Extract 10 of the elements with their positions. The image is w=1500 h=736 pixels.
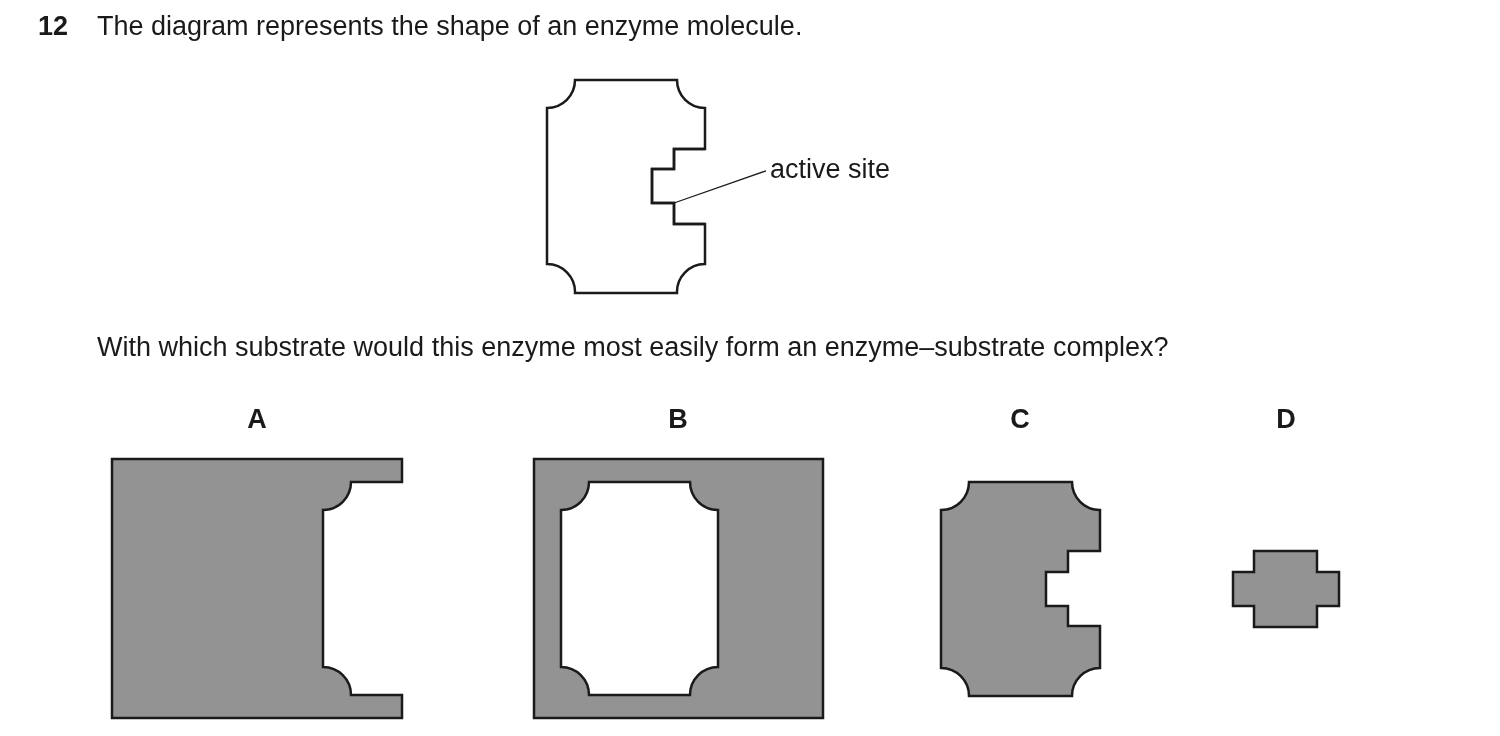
option-letter: C bbox=[1010, 403, 1030, 436]
option-letter: B bbox=[668, 403, 688, 436]
active-site-notch bbox=[650, 147, 705, 226]
question-number: 12 bbox=[38, 10, 69, 43]
question-text: With which substrate would this enzyme most easily form an enzyme–substrate complex? bbox=[97, 331, 1169, 364]
option-letter: D bbox=[1276, 403, 1296, 436]
option-letter: A bbox=[247, 403, 267, 436]
part-label: active site bbox=[770, 153, 891, 186]
leader-line bbox=[673, 170, 767, 204]
question-text: The diagram represents the shape of an enzyme molecule. bbox=[97, 10, 803, 43]
